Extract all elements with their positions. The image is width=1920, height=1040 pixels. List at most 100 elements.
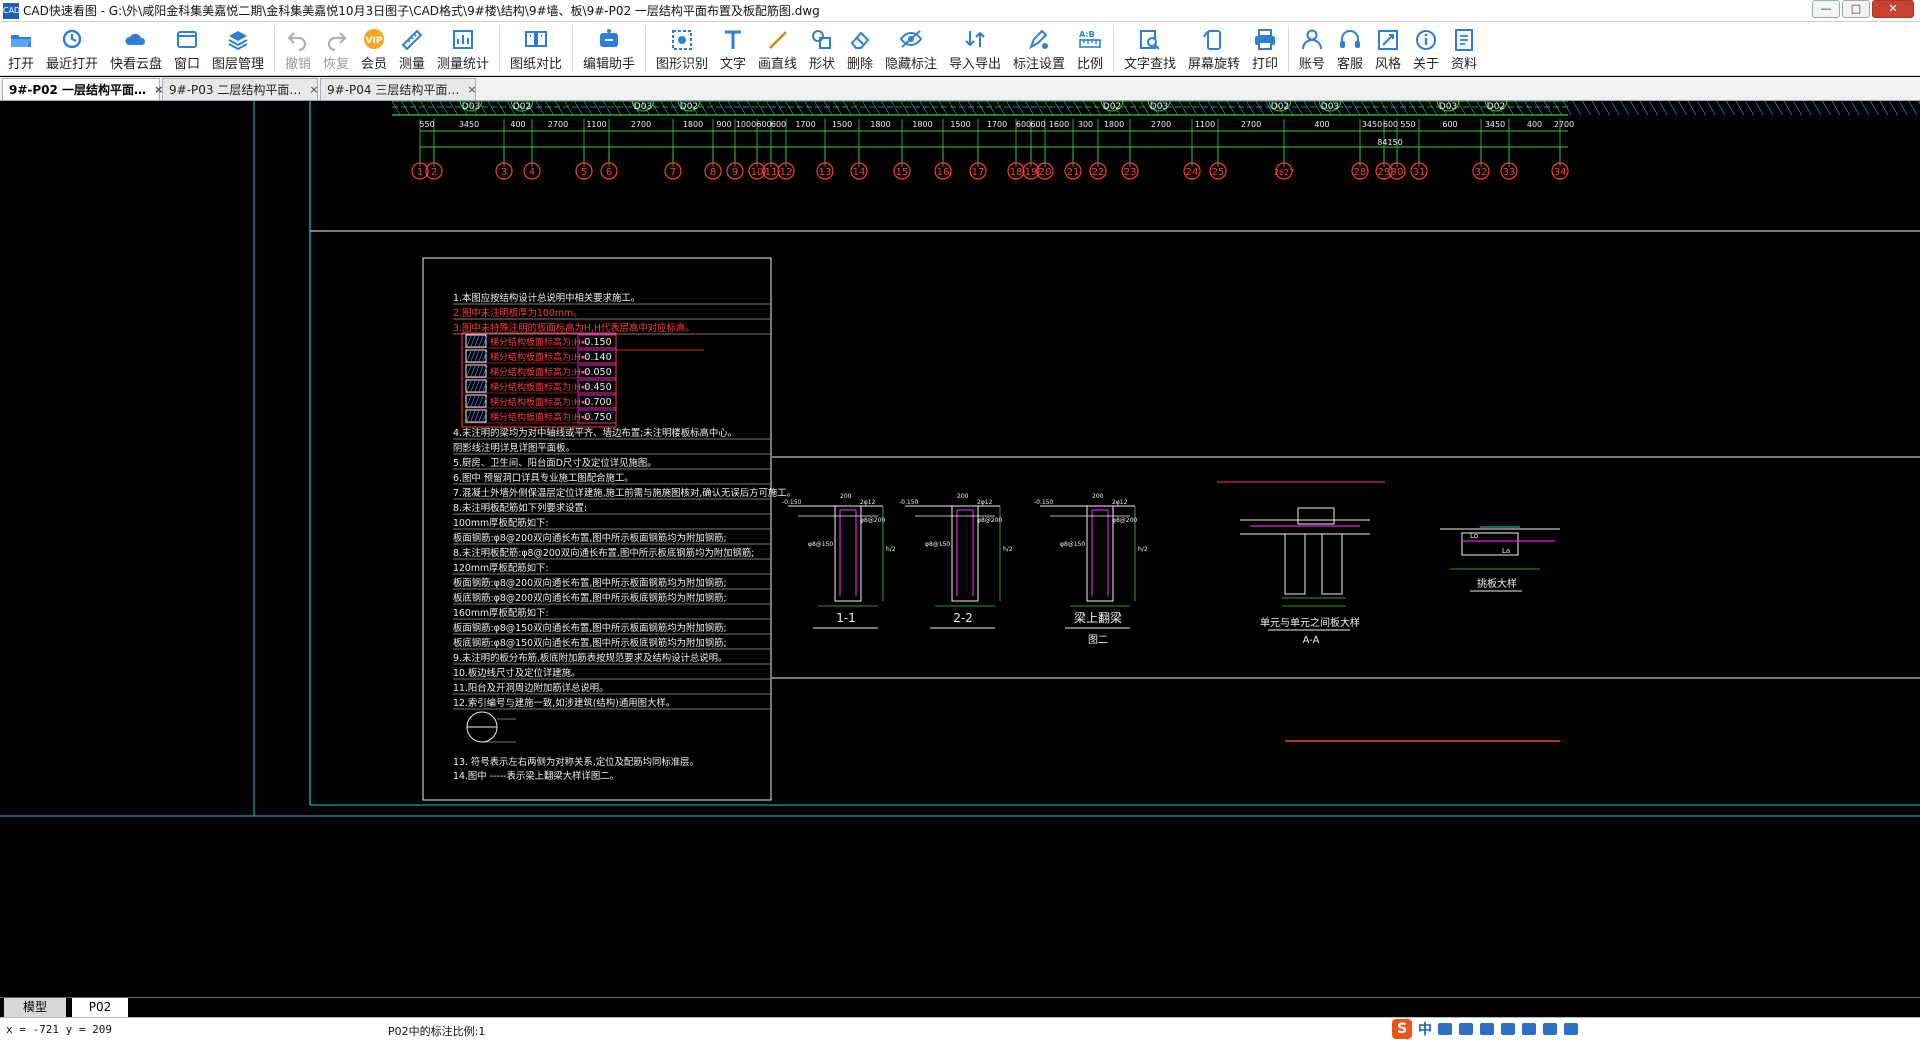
status-bar: x = -721 y = 209 P02中的标注比例:1 S 中 bbox=[0, 1017, 1920, 1040]
column-tag-code: D03 bbox=[1439, 102, 1457, 112]
measure-button[interactable]: 测量 bbox=[393, 22, 431, 76]
hatch-line bbox=[622, 101, 631, 116]
redo-button[interactable]: 恢复 bbox=[317, 22, 355, 76]
tab-drawing-1[interactable]: 9#-P02 一层结构平面…× bbox=[2, 78, 164, 100]
column-tag-code: D03 bbox=[462, 102, 480, 112]
open-button[interactable]: 打开 bbox=[2, 22, 40, 76]
hatch-line bbox=[612, 101, 622, 116]
compare-button[interactable]: 图纸对比 bbox=[504, 22, 568, 76]
text-button[interactable]: 文字 bbox=[714, 22, 752, 76]
hatch-line bbox=[1236, 101, 1246, 116]
column-tag-code: D03 bbox=[1150, 102, 1168, 112]
maximize-button[interactable]: □ bbox=[1842, 0, 1870, 18]
hide-annot-button[interactable]: 隐藏标注 bbox=[879, 22, 943, 76]
toolbar-label: 账号 bbox=[1298, 57, 1325, 72]
rotate-icon bbox=[1201, 27, 1227, 51]
compare-icon bbox=[523, 27, 549, 51]
tab-drawing-2[interactable]: 9#-P03 二层结构平面…× bbox=[162, 78, 319, 100]
import-export-button[interactable]: 导入导出 bbox=[943, 22, 1007, 76]
layers-button[interactable]: 图层管理 bbox=[206, 22, 270, 76]
undo-button[interactable]: 撤销 bbox=[279, 22, 317, 76]
dimension-text: 3450 bbox=[459, 120, 479, 129]
axis-bubble bbox=[969, 162, 987, 180]
toolbar-label: 画直线 bbox=[757, 57, 797, 72]
close-button[interactable]: ✕ bbox=[1872, 0, 1914, 18]
docs-button[interactable]: 资料 bbox=[1445, 22, 1483, 76]
note-line: 160mm厚板配筋如下: bbox=[453, 607, 549, 619]
user-icon[interactable] bbox=[1522, 1023, 1536, 1035]
account-button[interactable]: 账号 bbox=[1293, 22, 1331, 76]
hatch-line bbox=[1793, 101, 1802, 116]
about-button[interactable]: 关于 bbox=[1407, 22, 1445, 76]
sogou-logo-icon[interactable]: S bbox=[1392, 1019, 1412, 1039]
toolbar-label: 资料 bbox=[1450, 57, 1477, 72]
hatch-line bbox=[842, 101, 852, 116]
axis-bubble bbox=[1388, 162, 1406, 180]
line-button[interactable]: 画直线 bbox=[752, 22, 803, 76]
dimension-text: 1600 bbox=[1049, 120, 1069, 129]
style-button[interactable]: 风格 bbox=[1369, 22, 1407, 76]
hatch-line bbox=[1284, 101, 1294, 116]
assistant-button[interactable]: 编辑助手 bbox=[577, 22, 641, 76]
hatch-line bbox=[1822, 101, 1831, 116]
tools-icon[interactable] bbox=[1564, 1023, 1578, 1035]
hatch-line bbox=[497, 101, 506, 116]
toolbar-separator bbox=[645, 26, 646, 72]
dimension-text: 400 bbox=[1527, 120, 1542, 129]
axis-number: 11 bbox=[765, 167, 778, 178]
toolbar-label: 关于 bbox=[1412, 57, 1439, 72]
layout-tab-model[interactable]: 模型 bbox=[4, 998, 66, 1017]
note-line: 1.本图应按结构设计总说明中相关要求施工。 bbox=[453, 292, 640, 304]
section-dim: h/2 bbox=[886, 546, 896, 553]
print-button[interactable]: 打印 bbox=[1246, 22, 1284, 76]
find-text-button[interactable]: 文字查找 bbox=[1118, 22, 1182, 76]
printer-icon bbox=[1252, 27, 1278, 51]
minimize-button[interactable]: — bbox=[1812, 0, 1840, 18]
hatch-line bbox=[689, 101, 698, 116]
hatch-line bbox=[420, 101, 430, 116]
dimension-text: 300 bbox=[1078, 120, 1093, 129]
hatch-swatch bbox=[465, 364, 487, 378]
delete-button[interactable]: 删除 bbox=[841, 22, 879, 76]
window-button[interactable]: 窗口 bbox=[168, 22, 206, 76]
vip-icon: VIP bbox=[361, 27, 387, 51]
hatch-line bbox=[679, 101, 689, 116]
shape-recog-button[interactable]: 图形识别 bbox=[650, 22, 714, 76]
ime-language[interactable]: 中 bbox=[1418, 1022, 1432, 1038]
tab-close-icon[interactable]: × bbox=[309, 83, 319, 96]
hatch-line bbox=[410, 101, 420, 116]
recent-button[interactable]: 最近打开 bbox=[40, 22, 104, 76]
tab-close-icon[interactable]: × bbox=[154, 83, 164, 96]
hatch-line bbox=[958, 101, 967, 116]
annot-settings-button[interactable]: 标注设置 bbox=[1007, 22, 1071, 76]
tab-drawing-3[interactable]: 9#-P04 三层结构平面…× bbox=[320, 78, 477, 100]
drawing-canvas[interactable]: 4D032D024D032D022D024D032D024D034D032D02… bbox=[0, 101, 1920, 997]
support-button[interactable]: 客服 bbox=[1331, 22, 1369, 76]
axis-number: 1 bbox=[417, 167, 423, 178]
cloud-button[interactable]: 快看云盘 bbox=[104, 22, 168, 76]
hatch-line bbox=[1658, 101, 1668, 116]
hatch-line bbox=[1073, 101, 1082, 116]
skin-icon[interactable] bbox=[1543, 1023, 1557, 1035]
hatch-value: -0.140 bbox=[581, 352, 612, 363]
layout-tab-p02[interactable]: P02 bbox=[72, 998, 128, 1017]
hatch-line bbox=[1082, 101, 1092, 116]
hatch-swatch-line bbox=[474, 350, 480, 362]
rotate-button[interactable]: 屏幕旋转 bbox=[1182, 22, 1246, 76]
tab-close-icon[interactable]: × bbox=[467, 83, 477, 96]
punctuation-icon[interactable] bbox=[1459, 1023, 1473, 1035]
axis-bubble bbox=[1275, 162, 1293, 180]
hatch-line bbox=[1034, 101, 1044, 116]
mic-icon[interactable] bbox=[1480, 1023, 1494, 1035]
section-label: 1-1 bbox=[836, 611, 856, 625]
keyboard-icon[interactable] bbox=[1501, 1023, 1515, 1035]
measure-stats-button[interactable]: 测量统计 bbox=[431, 22, 495, 76]
note-line: 120mm厚板配筋如下: bbox=[453, 562, 549, 574]
hatch-line bbox=[564, 101, 574, 116]
moon-icon[interactable] bbox=[1438, 1023, 1452, 1035]
hatch-line bbox=[948, 101, 958, 116]
shape-button[interactable]: 形状 bbox=[803, 22, 841, 76]
annotation-settings-icon bbox=[1026, 27, 1052, 51]
